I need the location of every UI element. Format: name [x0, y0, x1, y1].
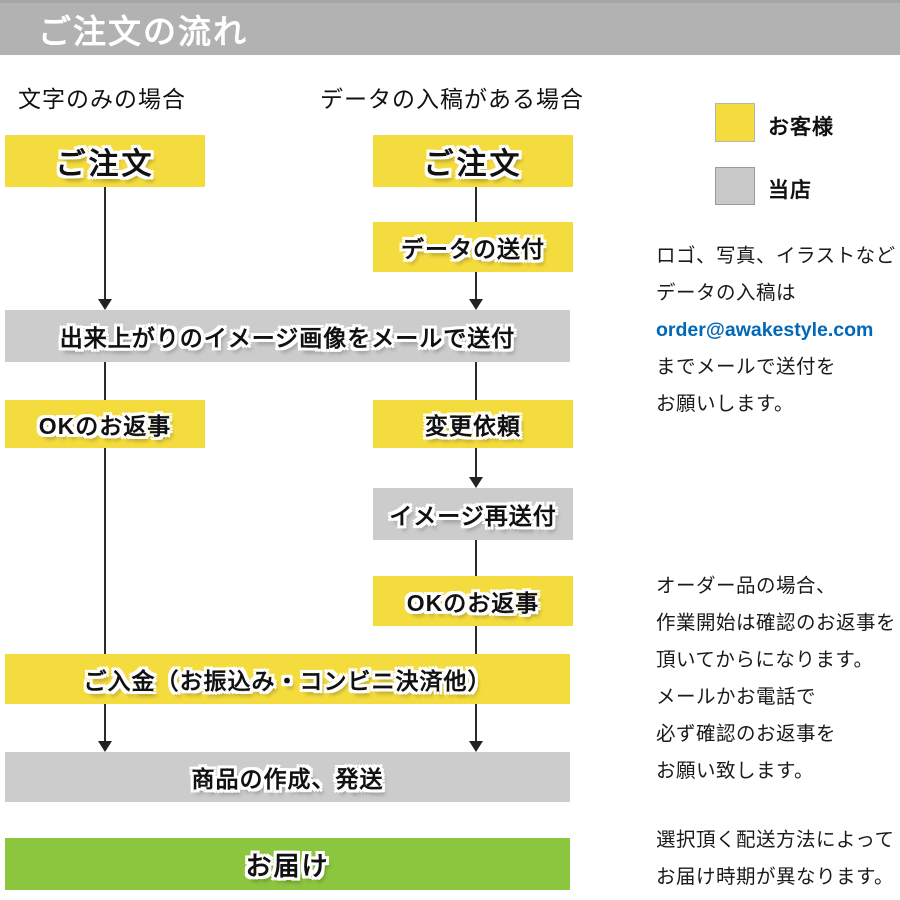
step-label: ご注文 [423, 148, 523, 181]
legend-shop-label: 当店 [768, 179, 812, 202]
arrow-down-icon [469, 299, 483, 310]
legend-shop-swatch [715, 167, 755, 205]
step-label: OKのお返事 [38, 413, 172, 439]
arrow-down-icon [469, 477, 483, 488]
step-ok-reply-right: OKのお返事 [373, 576, 573, 626]
step-label: 変更依頼 [425, 413, 521, 439]
note-line: お届け時期が異なります。 [656, 866, 895, 888]
column-label-text-only: 文字のみの場合 [18, 86, 186, 112]
step-order-right: ご注文 [373, 135, 573, 187]
step-label: イメージ再送付 [389, 503, 557, 529]
step-label: ご注文 [55, 148, 155, 181]
step-data-send: データの送付 [373, 222, 573, 272]
note-line: 頂いてからになります。 [656, 649, 874, 671]
note-line: メールかお電話で [656, 686, 817, 708]
page-title: ご注文の流れ [38, 13, 248, 50]
step-delivery: お届け [5, 838, 570, 890]
note-line: オーダー品の場合、 [656, 575, 837, 597]
note-line: 選択頂く配送方法によって [656, 829, 895, 851]
note-line: お願いします。 [656, 393, 795, 415]
step-order-left: ご注文 [5, 135, 205, 187]
connector-line [475, 187, 477, 222]
step-production: 商品の作成、発送 [5, 752, 570, 802]
step-label: ご入金（お振込み・コンビニ決済他） [83, 668, 492, 694]
step-image-mail: 出来上がりのイメージ画像をメールで送付 [5, 310, 570, 362]
arrow-down-icon [98, 299, 112, 310]
note-data-submission: ロゴ、写真、イラストなど データの入稿は order@awakestyle.co… [656, 238, 896, 423]
arrow-down-icon [98, 741, 112, 752]
connector-line [475, 540, 477, 576]
note-line: 作業開始は確認のお返事を [656, 612, 897, 634]
step-payment: ご入金（お振込み・コンビニ決済他） [5, 654, 570, 704]
step-label: お届け [245, 850, 330, 881]
note-line: ロゴ、写真、イラストなど [656, 245, 896, 267]
step-label: データの送付 [401, 236, 545, 262]
step-label: OKのお返事 [406, 590, 540, 616]
note-line: お願い致します。 [656, 760, 815, 782]
arrow-down-icon [469, 741, 483, 752]
note-line: 必ず確認のお返事を [656, 723, 837, 745]
step-label: 出来上がりのイメージ画像をメールで送付 [59, 325, 516, 351]
note-line: までメールで送付を [656, 356, 837, 378]
note-line: データの入稿は [656, 282, 797, 304]
column-label-data-submission: データの入稿がある場合 [320, 86, 584, 112]
email-link[interactable]: order@awakestyle.com [656, 319, 874, 341]
step-label: 商品の作成、発送 [191, 766, 384, 792]
step-ok-reply-left: OKのお返事 [5, 400, 205, 448]
step-image-resend: イメージ再送付 [373, 488, 573, 540]
legend-customer-label: お客様 [768, 116, 834, 139]
connector-line [104, 362, 106, 743]
connector-line [475, 272, 477, 301]
page-header: ご注文の流れ [0, 0, 900, 55]
note-delivery-timing: 選択頂く配送方法によって お届け時期が異なります。 [656, 822, 894, 896]
connector-line [104, 187, 106, 301]
step-change-request: 変更依頼 [373, 400, 573, 448]
legend-customer-swatch [715, 103, 755, 142]
note-order-confirmation: オーダー品の場合、 作業開始は確認のお返事を 頂いてからになります。 メールかお… [656, 568, 896, 790]
